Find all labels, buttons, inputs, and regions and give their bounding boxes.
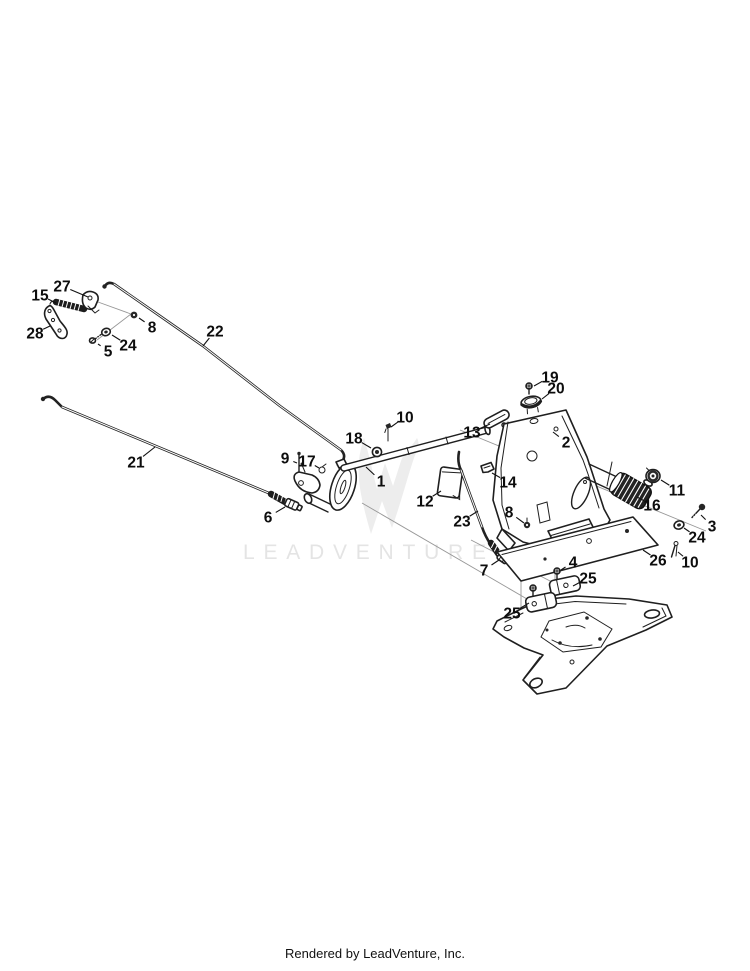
callout-leader [480,423,491,429]
callout-label: 1 [377,474,386,491]
callout-leader [469,510,479,517]
callout-leader [560,566,566,571]
watermark-text: LEADVENTURE [243,541,495,564]
part-21-rod [40,395,291,507]
part-12-bracket [436,466,464,501]
callout-label: 12 [416,494,433,511]
callout-label: 20 [547,381,564,398]
callout-label: 15 [31,288,49,305]
base-plate [492,595,673,695]
callout-leader [275,506,286,513]
callout-leader [491,559,500,566]
part-19-screw [525,382,533,395]
callout-label: 25 [503,606,521,623]
callout-leader [202,337,210,347]
callout-label: 25 [579,571,597,588]
callout-label: 4 [569,555,578,572]
part-5-screw [88,333,102,344]
callout-label: 11 [669,483,686,500]
callout-label: 28 [26,326,44,343]
callout-leader [677,551,684,557]
callout-leader [390,421,398,428]
part-18-washer [371,446,383,458]
callout-leader [636,496,645,502]
part-16-roller [609,471,652,510]
clamp-left-screw [529,584,537,597]
callout-label: 10 [396,410,413,427]
callout-leader [47,298,57,304]
callout-leader [138,317,145,323]
callout-leader [70,289,89,298]
callout-label: 2 [562,435,571,452]
part-15-spring [49,298,88,313]
callout-leader [552,431,560,437]
callout-label: 5 [104,344,113,361]
part-9-pin [297,451,301,474]
callout-label: 13 [463,425,481,442]
part-8b-nut [523,517,531,529]
part-4-screw [553,567,561,580]
callout-leader [432,490,442,497]
callout-leader [533,380,543,387]
callout-leader [42,325,51,330]
callout-label: 17 [298,454,315,471]
callout-label: 26 [649,553,667,570]
part-3-bolt [691,503,706,519]
callout-label: 8 [148,320,157,337]
callout-leader [365,466,375,476]
callout-label: 14 [499,475,517,492]
callout-label: 10 [681,555,698,572]
callout-label: 21 [127,455,145,472]
callout-label: 24 [688,530,706,547]
callout-leader [519,602,530,609]
callout-leader [142,446,156,457]
callout-leader [541,393,550,400]
part-26-plate [496,516,659,582]
callout-label: 6 [264,510,273,527]
callout-leader [293,460,298,464]
callout-label: 23 [453,514,471,531]
callout-label: 27 [53,279,70,296]
part-8-nut [130,311,138,319]
callout-leader [660,479,670,486]
callout-label: 19 [541,370,559,387]
part-24-washer [100,327,112,337]
callout-leader [642,549,651,556]
callout-label: 8 [505,505,514,522]
part-20-cap [520,395,543,415]
part-11-capnut [645,467,661,484]
part-25-clamp-left [524,591,558,613]
part-28-lever [43,304,68,340]
part-17-clip [318,463,327,474]
callout-label: 9 [281,451,290,468]
callout-leader [515,516,525,524]
callout-leader [572,581,581,587]
callout-leader [491,472,501,479]
callout-leader [361,442,372,449]
callout-label: 22 [206,324,223,341]
part-24b-washer [673,520,685,530]
part-10b-pin [670,541,679,558]
part-10-pin [384,423,392,442]
callout-label: 7 [480,563,489,580]
callout-label: 3 [708,519,717,536]
footer-text: Rendered by LeadVenture, Inc. [285,946,465,961]
callout-leader [111,334,121,341]
callout-label: 24 [119,338,137,355]
callout-leader [683,527,690,533]
callout-label: 18 [345,431,363,448]
callout-leader [314,465,320,469]
callout-label: 16 [643,498,661,515]
callout-leader [97,343,101,347]
part-6-coupler [284,497,303,512]
callout-leader [700,514,707,521]
part-14-clip [480,461,495,474]
